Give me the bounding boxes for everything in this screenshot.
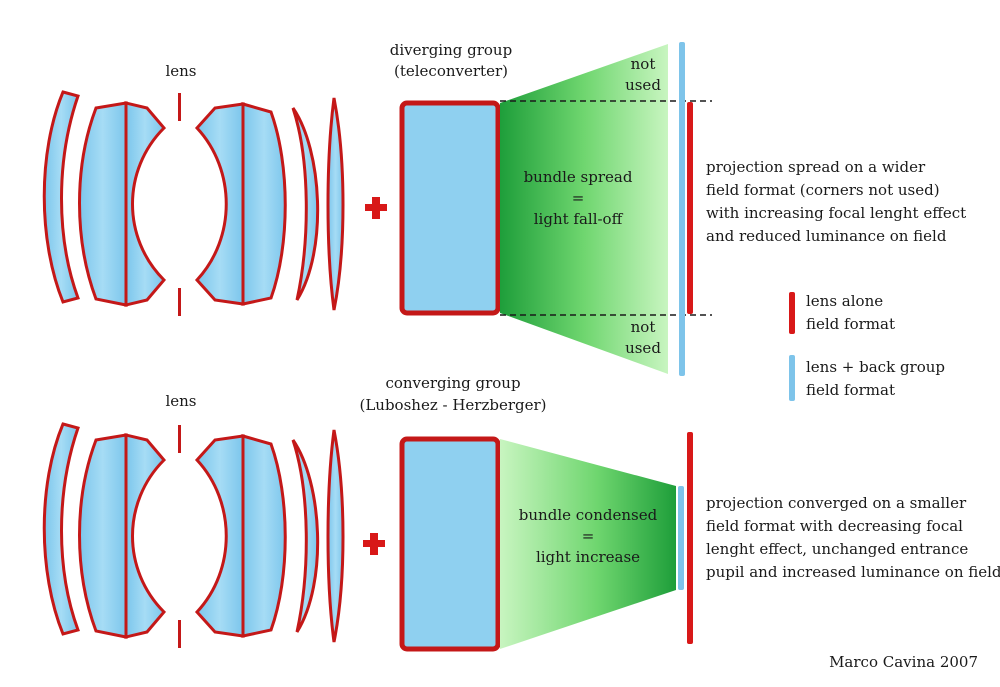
aperture-stop-upper [178, 93, 181, 121]
bottom-plus-sign [363, 533, 385, 555]
legend-blue-line1: lens + back group [806, 358, 945, 376]
lens-element-3b [241, 102, 287, 306]
legend-red-line2: field format [806, 315, 895, 333]
lens-element-1 [42, 422, 80, 636]
top-description-line4: and reduced luminance on field [706, 227, 947, 245]
top-description-line2: field format (corners not used) [706, 181, 940, 199]
lens-element-3b [241, 434, 287, 638]
top-lens-label: lens [165, 62, 196, 80]
lens-element-2a [78, 101, 128, 307]
top-bundle-text-line2: = [572, 189, 585, 207]
lens-element-3a [194, 102, 245, 306]
bottom-description-line3: lenght effect, unchanged entrance [706, 540, 968, 558]
top-group-label-line2: (teleconverter) [394, 62, 508, 80]
bottom-group-label-line1: converging group [385, 374, 520, 392]
top-diverging-group-block [399, 100, 501, 316]
top-description-line1: projection spread on a wider [706, 158, 926, 176]
top-bundle-text-line1: bundle spread [524, 168, 633, 186]
author-credit: Marco Cavina 2007 [829, 653, 978, 671]
aperture-stop-lower [178, 620, 181, 648]
lens-element-1 [42, 90, 80, 304]
lens-element-4 [291, 107, 320, 301]
bottom-converging-group-block [399, 436, 501, 652]
bottom-bundle-text-line3: light increase [536, 548, 640, 566]
aperture-stop-upper [178, 425, 181, 453]
top-lens-group [42, 90, 345, 316]
lens-element-2b [124, 433, 167, 639]
bottom-blue-field-bar [678, 486, 684, 590]
top-not-used-upper-line2: used [625, 76, 661, 94]
lens-element-4 [291, 439, 320, 633]
top-bundle-text-line3: light fall-off [534, 210, 624, 228]
bottom-description-line1: projection converged on a smaller [706, 494, 967, 512]
lens-element-2b [124, 101, 167, 307]
bottom-light-bundle [500, 439, 676, 649]
bottom-lens-group [42, 422, 345, 648]
top-not-used-lower-line2: used [625, 339, 661, 357]
top-blue-field-bar [679, 42, 685, 376]
top-light-bundle [500, 44, 668, 374]
legend-red-line1: lens alone [806, 292, 883, 310]
lens-element-5 [326, 429, 345, 643]
bottom-group-label-line2: (Luboshez - Herzberger) [359, 396, 546, 414]
bottom-red-field-bar [687, 432, 693, 644]
legend-red-swatch [789, 292, 795, 334]
legend-blue-line2: field format [806, 381, 895, 399]
bottom-lens-label: lens [165, 392, 196, 410]
top-plus-sign [365, 197, 387, 219]
bottom-bundle-text-line1: bundle condensed [519, 506, 658, 524]
top-description-line3: with increasing focal lenght effect [706, 204, 966, 222]
bottom-bundle-text-line2: = [582, 527, 595, 545]
top-group-label-line1: diverging group [390, 41, 512, 59]
top-not-used-upper-line1: not [631, 55, 656, 73]
aperture-stop-lower [178, 288, 181, 316]
top-red-field-bar [687, 102, 693, 314]
legend-blue-swatch [789, 355, 795, 401]
lens-element-5 [326, 97, 345, 311]
lens-element-3a [194, 434, 245, 638]
lens-element-2a [78, 433, 128, 639]
bottom-description-line4: pupil and increased luminance on field [706, 563, 1000, 581]
top-not-used-lower-line1: not [631, 318, 656, 336]
bottom-description-line2: field format with decreasing focal [706, 517, 963, 535]
